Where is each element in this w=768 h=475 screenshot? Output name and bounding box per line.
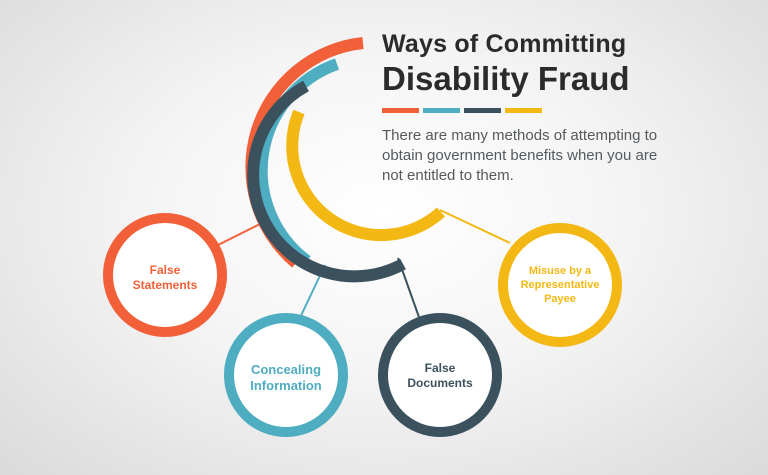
title-line-1: Ways of Committing [382, 30, 627, 58]
node-line: Representative [520, 279, 600, 291]
node-label-false-statements: False Statements [133, 263, 198, 293]
node-line: Information [250, 378, 322, 393]
node-circle-concealing-information [224, 313, 348, 437]
node-line: False [424, 361, 456, 375]
description: There are many methods of attempting to … [382, 127, 658, 184]
node-circle-false-documents [378, 313, 502, 437]
node-line: Misuse by a [528, 265, 592, 277]
arc-navy [247, 80, 406, 283]
connector-false-statements [217, 222, 263, 246]
title-line-2: Disability Fraud [382, 60, 630, 97]
node-circle-false-statements [103, 213, 227, 337]
arc-yellow [286, 109, 446, 241]
bar-orange [382, 108, 419, 113]
bar-yellow [505, 108, 542, 113]
node-label-misuse-payee: Misuse by a Representative Payee [521, 264, 600, 306]
node-label-concealing-information: Concealing Information [250, 362, 322, 394]
node-line: Concealing [250, 362, 322, 377]
connector-misuse-payee [439, 209, 511, 244]
node-line: False [149, 263, 181, 277]
node-circle-misuse-payee [498, 223, 622, 347]
bar-navy [464, 108, 501, 113]
bar-teal [423, 108, 460, 113]
arc-teal [255, 58, 340, 266]
node-line: Payee [544, 293, 576, 305]
node-line: Statements [132, 278, 198, 292]
node-line: Documents [407, 376, 473, 390]
color-bars [382, 108, 542, 113]
node-label-false-documents: False Documents [407, 361, 472, 391]
